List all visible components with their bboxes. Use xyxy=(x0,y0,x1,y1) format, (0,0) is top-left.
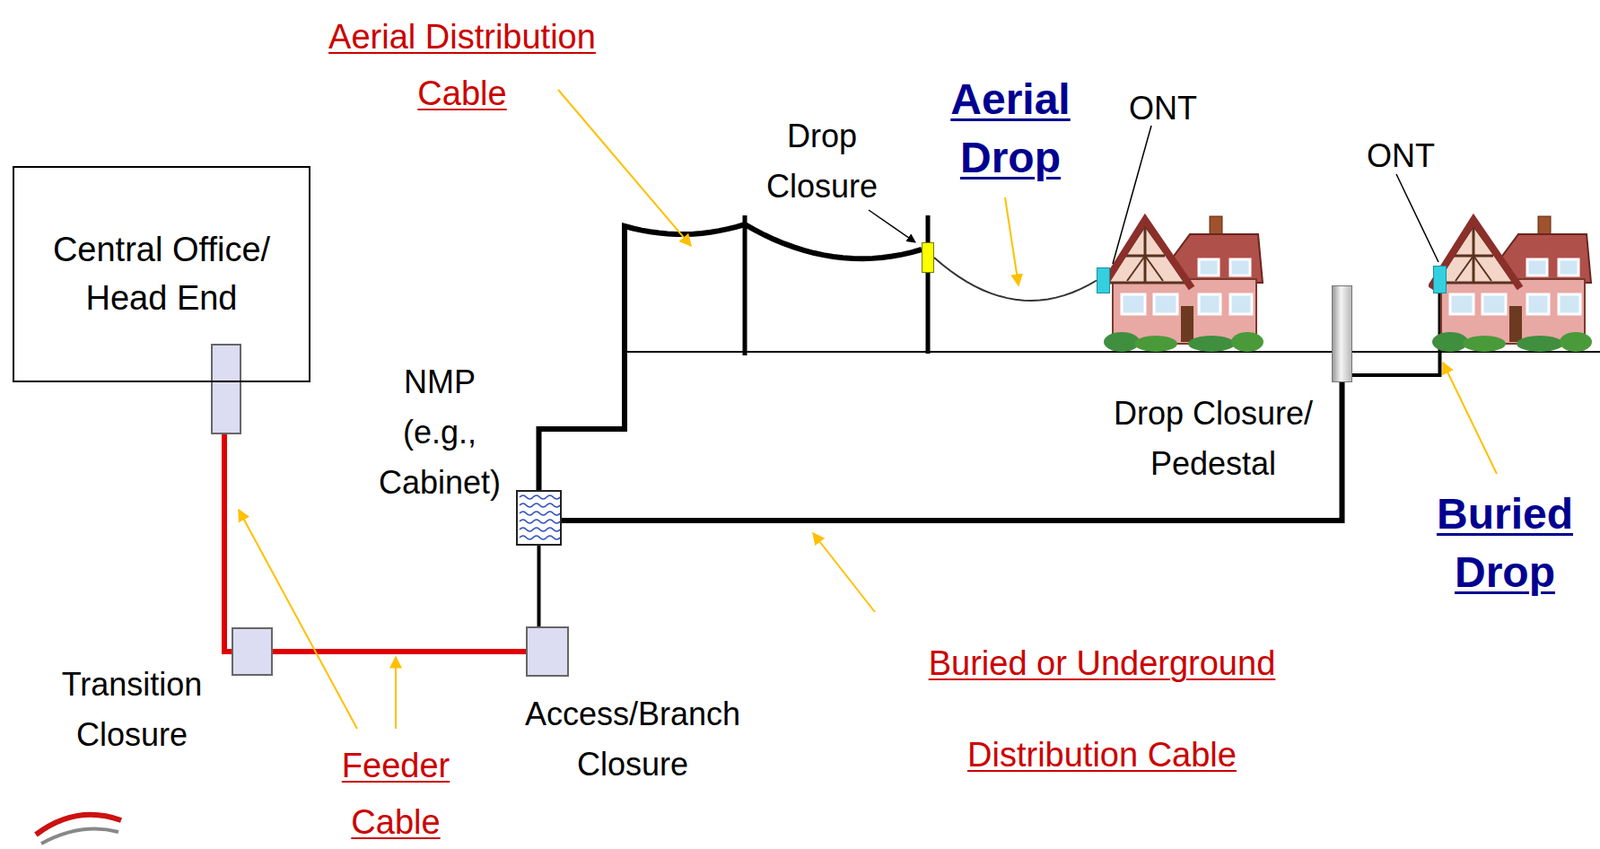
node-text: Access/Branch Closure xyxy=(498,689,768,790)
central-office-box: Central Office/ Head End xyxy=(12,166,311,383)
buried-distribution-cable xyxy=(561,382,1343,521)
node-text: Drop Closure xyxy=(745,111,899,212)
callout-arrow xyxy=(813,533,875,613)
office-closure xyxy=(211,344,241,434)
cable-label: Aerial Distribution Cable xyxy=(296,8,629,123)
wave-stroke xyxy=(519,495,560,499)
callout-arrow xyxy=(558,89,691,246)
wave-stroke xyxy=(519,503,560,508)
ont-terminal: ONT xyxy=(1433,265,1447,294)
drop-label: Aerial Drop xyxy=(943,69,1078,187)
cable-label: Feeder Cable xyxy=(328,737,464,849)
wave-stroke xyxy=(519,535,560,540)
utility-pole xyxy=(743,215,748,356)
drop-label: Buried Drop xyxy=(1428,484,1582,602)
branch-cable xyxy=(537,545,542,627)
leader-line xyxy=(1396,174,1439,263)
aerial-distribution-cable xyxy=(539,224,923,490)
leader-arrow xyxy=(868,209,916,243)
node-text: Drop Closure/ Pedestal xyxy=(1101,388,1326,490)
wave-stroke xyxy=(519,527,560,532)
callout-arrow xyxy=(1005,197,1019,286)
wave-stroke xyxy=(519,511,560,516)
callout-arrow xyxy=(1442,362,1497,474)
ont-terminal: ONT xyxy=(1096,267,1111,294)
leader-line xyxy=(1112,125,1152,264)
drop-closure: Drop Closure xyxy=(921,242,935,273)
utility-pole xyxy=(926,215,931,354)
house-illustration xyxy=(1101,216,1264,352)
node-text: ONT xyxy=(1122,83,1204,134)
branch-closure: Access/Branch Closure xyxy=(525,626,569,677)
cabinet-pattern xyxy=(517,491,560,544)
buried-drop-cable xyxy=(1352,293,1441,376)
transition-closure: Transition Closure xyxy=(231,627,273,676)
node-text: Central Office/ Head End xyxy=(49,226,274,322)
drop-pedestal: Drop Closure/ Pedestal xyxy=(1331,285,1353,383)
node-text: ONT xyxy=(1360,131,1442,182)
callout-arrow xyxy=(394,656,397,729)
node-text: Transition Closure xyxy=(37,659,227,761)
logo-swoosh xyxy=(41,829,119,844)
feeder-cable xyxy=(272,648,526,655)
cable-label: Buried or Underground Distribution Cable xyxy=(886,617,1318,801)
wave-stroke xyxy=(519,519,560,524)
nmp-cabinet: NMP (e.g., Cabinet) xyxy=(515,489,562,546)
callout-arrow xyxy=(238,509,358,729)
house-illustration xyxy=(1430,216,1592,352)
node-text: NMP (e.g., Cabinet) xyxy=(367,357,512,508)
